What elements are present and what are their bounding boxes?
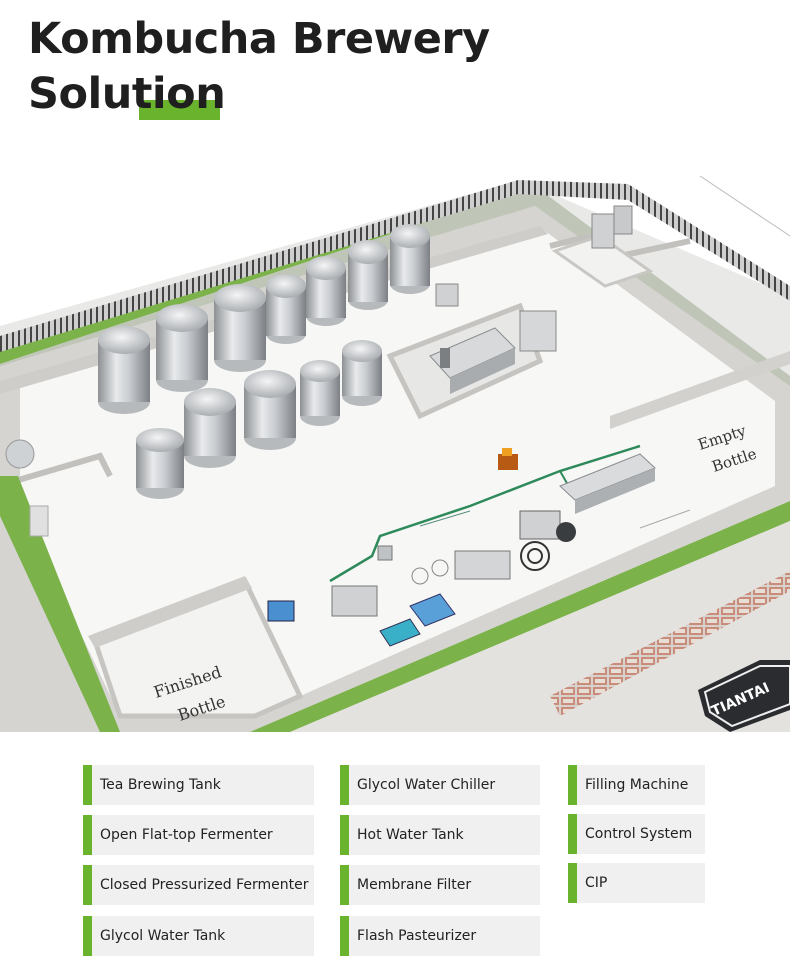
legend-item: Closed Pressurized Fermenter: [83, 865, 314, 905]
membrane-filter-machine: [429, 327, 516, 394]
brewery-floor-plan: Empty Bottle Finished Bottle TIANTAI: [0, 176, 790, 732]
legend-label: Open Flat-top Fermenter: [100, 827, 273, 843]
legend-item: Hot Water Tank: [340, 815, 540, 855]
legend-item: Control System: [568, 814, 705, 854]
legend-label: Filling Machine: [585, 777, 689, 793]
bottle-conveyor: [329, 444, 641, 583]
fermenter-tanks: [98, 224, 430, 499]
lower-fence: [550, 571, 790, 716]
legend-item: Glycol Water Chiller: [340, 765, 540, 805]
legend-item: Flash Pasteurizer: [340, 916, 540, 956]
legend-label: CIP: [585, 875, 608, 891]
title-accent-bar: [139, 100, 220, 120]
legend-label: Membrane Filter: [357, 877, 472, 893]
legend-label: Glycol Water Chiller: [357, 777, 496, 793]
page-title-line-2: Solution: [28, 69, 226, 119]
floor-plan-illustration: Empty Bottle Finished Bottle TIANTAI: [0, 176, 790, 732]
tiantai-logo: TIANTAI: [698, 660, 790, 732]
legend-item: Tea Brewing Tank: [83, 765, 314, 805]
filling-area: [267, 510, 576, 647]
legend-item: CIP: [568, 863, 705, 903]
tea-brewing-unit: [5, 439, 35, 469]
legend-label: Closed Pressurized Fermenter: [100, 877, 309, 893]
forklift: [498, 454, 518, 470]
legend-label: Glycol Water Tank: [100, 928, 226, 944]
page-title-line-1: Kombucha Brewery: [28, 14, 490, 64]
legend-item: Membrane Filter: [340, 865, 540, 905]
legend-label: Control System: [585, 826, 693, 842]
legend-item: Open Flat-top Fermenter: [83, 815, 314, 855]
legend-item: Filling Machine: [568, 765, 705, 805]
legend-item: Glycol Water Tank: [83, 916, 314, 956]
legend-label: Hot Water Tank: [357, 827, 464, 843]
legend-label: Tea Brewing Tank: [100, 777, 221, 793]
legend-label: Flash Pasteurizer: [357, 928, 477, 944]
page-title: Kombucha Brewery Solution: [28, 12, 490, 122]
